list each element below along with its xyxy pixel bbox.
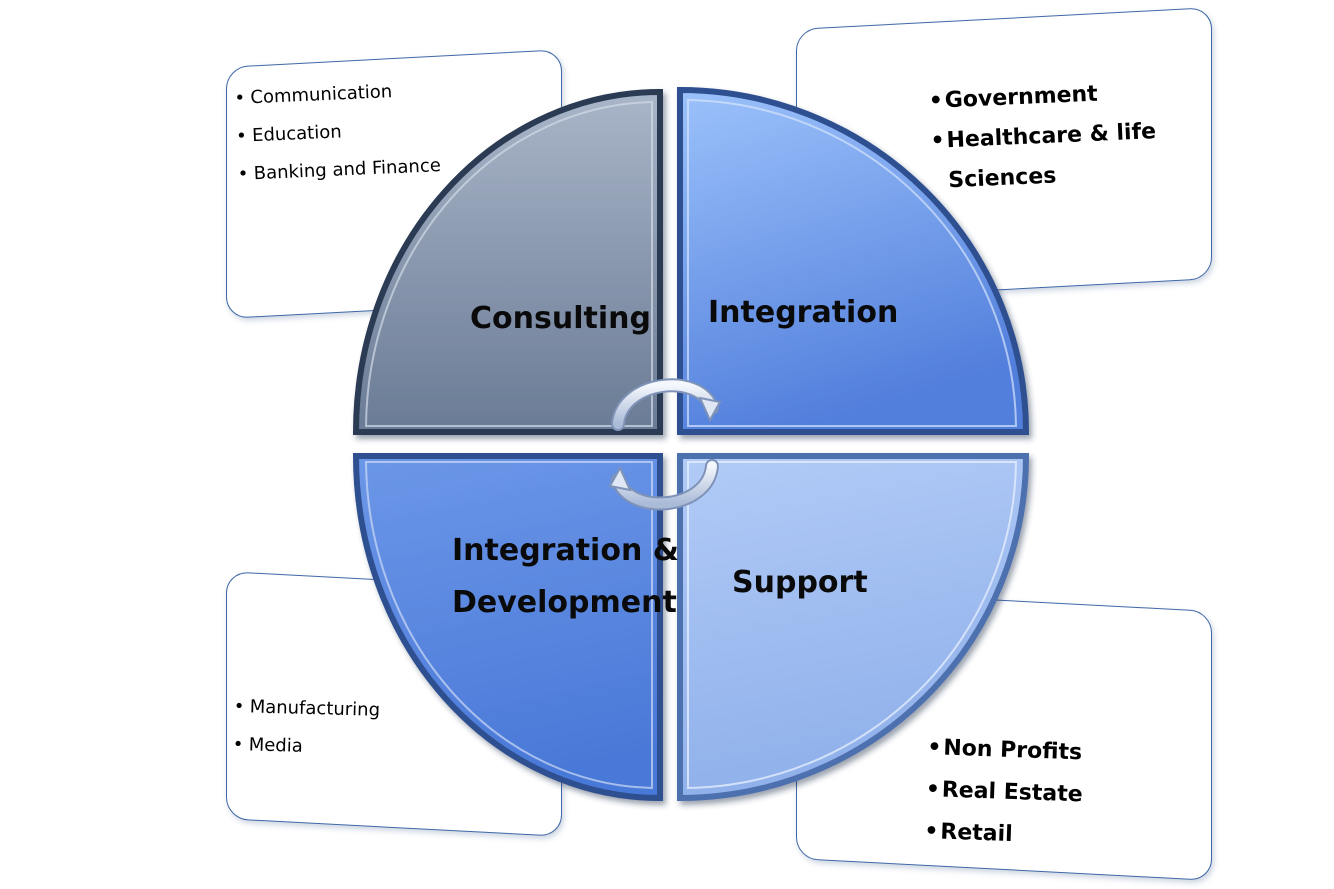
cycle-arrows-icon bbox=[608, 378, 722, 511]
industry-list-bottom-right: Non Profits Real Estate Retail bbox=[924, 728, 1168, 862]
list-item: Real Estate bbox=[925, 770, 1166, 818]
list-item-text-continued: Sciences bbox=[947, 163, 1057, 194]
label-support: Support bbox=[732, 565, 868, 600]
industry-list-bottom-left: Manufacturing Media bbox=[232, 696, 544, 780]
list-item: Media bbox=[232, 734, 543, 780]
label-integration-development-line1: Integration & bbox=[452, 533, 679, 568]
label-consulting: Consulting bbox=[470, 301, 651, 336]
list-item: Retail bbox=[924, 812, 1165, 860]
quadrant-consulting bbox=[352, 88, 663, 435]
quadrant-support bbox=[677, 453, 1030, 802]
list-item: Non Profits bbox=[927, 728, 1168, 776]
label-integration: Integration bbox=[708, 295, 898, 330]
list-item-text: Healthcare & life bbox=[946, 119, 1157, 154]
label-integration-development-line2: Development bbox=[452, 585, 677, 620]
industry-list-top-left: Communication Education Banking and Fina… bbox=[234, 74, 549, 201]
